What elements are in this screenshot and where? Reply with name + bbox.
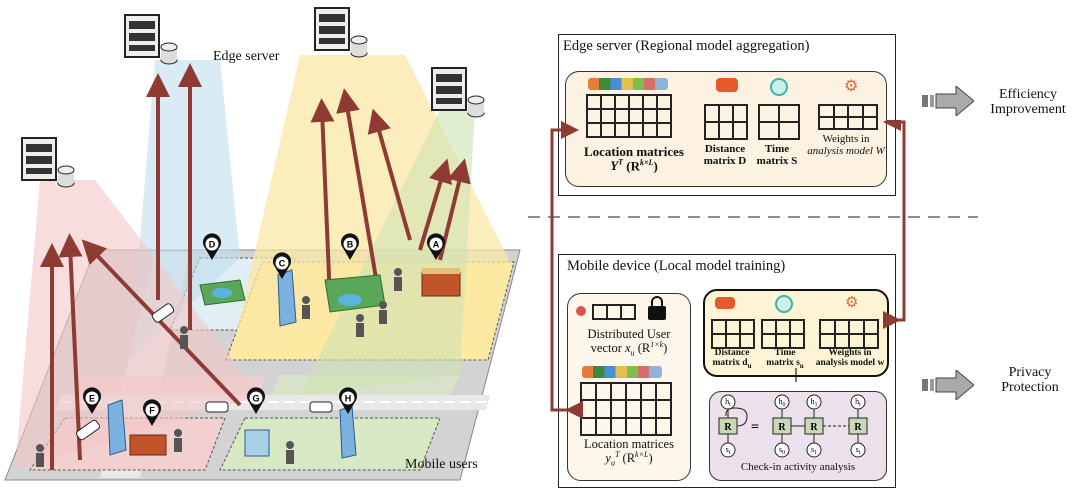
rnn-input-state: st [726,445,731,456]
car-icon [75,419,101,441]
gear-icon: ⚙ [844,78,859,95]
location-marker-G: G [247,387,266,414]
sync-arrows [550,120,906,419]
block-H [219,417,441,471]
clock-icon [775,295,793,313]
edge-network-scene: A B C D E F G H [4,7,521,481]
rnn-input-state: s1 [811,445,817,456]
building-icon [107,399,127,456]
car-icon [309,401,333,413]
privacy-arrow-icon [922,368,975,402]
poi-icons-strip [588,78,668,90]
building-icon [277,269,297,327]
car-icon [205,401,229,413]
upload-arrow [81,239,242,407]
marker-label: H [345,394,352,404]
rnn-diagram: ht st Rh0 s0 Rh1 s1 Rht st R = [718,394,868,458]
shop-icon [421,268,461,297]
rnn-hidden-state: h1 [811,397,818,408]
edge-server-label: Edge server [213,49,280,64]
local-distance-grid [711,319,755,349]
rnn-cell-label: R [854,422,862,433]
local-location-label: Location matrices yuT (Rk×L) [584,437,674,468]
location-marker-F: F [143,399,161,426]
upload-arrow [418,158,453,251]
map-pin-icon [715,297,735,309]
local-location-grid [580,382,672,436]
location-markers: A B C D E F G H [83,233,445,426]
rnn-hidden-state: h0 [779,397,786,408]
park-icon [199,279,246,306]
marker-label: B [347,240,354,250]
rnn-cell-label: R [810,422,818,433]
server-icon [314,7,368,58]
marker-label: C [279,259,286,269]
mobile-device-box: Mobile device (Local model training) Dis… [558,254,896,488]
local-weights-grid [819,319,879,349]
clock-icon [770,78,788,96]
car-icon [151,303,175,323]
building-icon [244,429,270,457]
separator-line [528,216,978,218]
rnn-hidden-state: ht [855,397,861,408]
gear-icon: ⚙ [845,295,859,311]
marker-label: G [252,394,259,404]
location-matrices-label: Location matrices YT (Rk×L) [583,144,684,173]
edge-server-box: Edge server (Regional model aggregation)… [558,34,896,196]
location-marker-D: D [203,233,222,260]
user-vector-grid [592,304,636,320]
location-marker-E: E [83,387,101,414]
rnn-caption: Check-in activity analysis [740,461,856,473]
marker-label: A [433,240,440,250]
server-icon [431,67,485,118]
rnn-hidden-state: ht [725,397,731,408]
lock-icon [648,296,666,320]
location-marker-C: C [272,252,291,279]
rnn-input-state: st [856,445,861,456]
device-box-title: Mobile device (Local model training) [567,258,786,274]
poi-icons-strip [582,366,662,378]
park-icon [324,274,386,313]
mobile-users-label: Mobile users [405,457,478,472]
upload-arrow [367,108,412,241]
weights-grid [818,104,878,130]
time-matrix-grid [758,104,800,140]
distance-matrix-grid [704,104,748,140]
local-time-grid [761,319,805,349]
rnn-cell-label: R [778,422,786,433]
server-icon [124,14,178,65]
efficiency-arrow-icon [922,84,975,118]
map-pin-icon [716,78,738,92]
marker-label: D [209,240,216,250]
upload-arrow [58,233,83,461]
edge-box-title: Edge server (Regional model aggregation) [563,38,810,54]
rnn-input-state: s0 [779,445,785,456]
upload-arrow [310,98,335,301]
rnn-equals: = [751,420,759,435]
upload-arrow [336,88,380,291]
rnn-cell-label: R [724,422,732,433]
shop-icon [129,434,167,456]
location-marker-A: A [427,233,445,260]
server-icon [21,137,75,188]
location-marker-B: B [341,233,359,260]
user-figures [36,268,402,467]
marker-label: E [89,394,95,404]
location-marker-H: H [339,387,357,414]
user-vector-label: Distributed User vector xu (R1×k) [587,327,671,358]
marker-label: F [149,406,155,416]
location-matrix-grid [586,94,672,138]
